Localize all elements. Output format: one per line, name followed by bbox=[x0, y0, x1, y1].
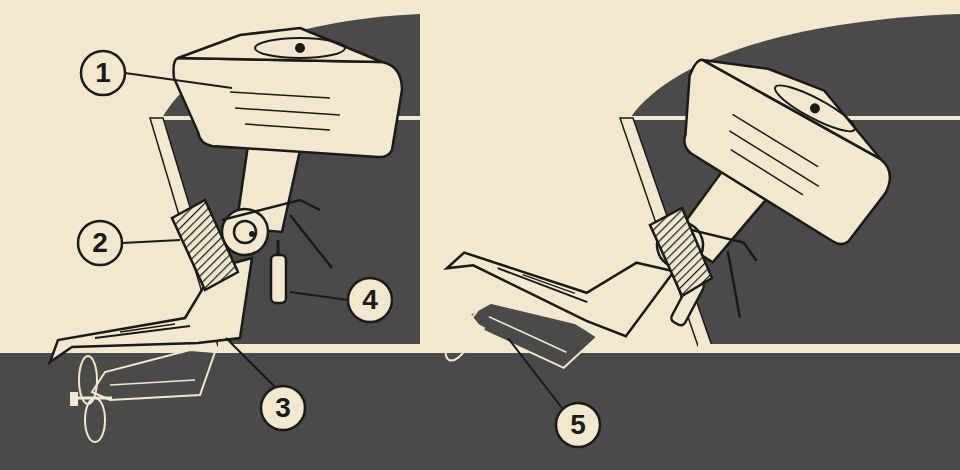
outboard-motor-tilted bbox=[409, 0, 914, 470]
callout-circles bbox=[78, 51, 600, 447]
clamp-bracket bbox=[172, 200, 238, 290]
boat-left bbox=[218, 344, 420, 353]
leader-lines bbox=[125, 73, 232, 88]
callout-number: 1 bbox=[81, 51, 125, 95]
callout-number: 3 bbox=[261, 386, 305, 430]
boat-right bbox=[698, 344, 960, 353]
callout-circles bbox=[261, 386, 305, 430]
callout-circles bbox=[81, 51, 125, 95]
callout-circles bbox=[556, 403, 600, 447]
leader-lines bbox=[122, 73, 562, 408]
leader-lines bbox=[226, 338, 275, 387]
callout-number: 5 bbox=[556, 403, 600, 447]
callout-circles bbox=[78, 221, 122, 265]
leader-lines bbox=[290, 292, 348, 300]
outboard-motor-tilted bbox=[409, 0, 914, 470]
callout-circles bbox=[348, 278, 392, 322]
leader-lines bbox=[122, 240, 180, 243]
clamp-bracket bbox=[650, 208, 712, 296]
leader-lines bbox=[508, 338, 562, 408]
callout-number: 4 bbox=[348, 278, 392, 322]
outboard-motor bbox=[50, 28, 402, 442]
callout-number: 2 bbox=[78, 221, 122, 265]
